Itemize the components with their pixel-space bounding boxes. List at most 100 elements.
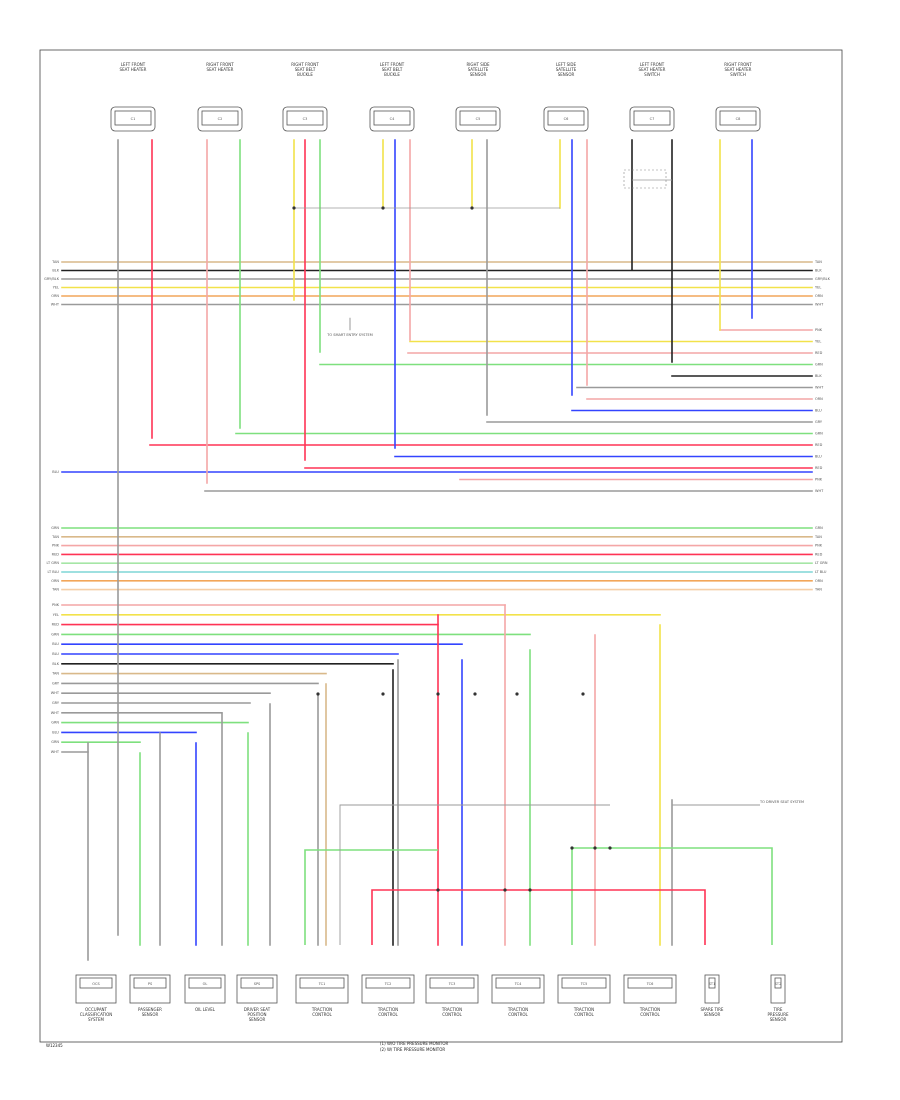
bottom-component-connector: [495, 977, 541, 989]
bottom-component-connector: [79, 977, 113, 989]
splice-dot: [436, 692, 440, 696]
bus-lower-wire-label-right: PNK: [815, 544, 823, 548]
bottom-component-connector-id: OL: [203, 982, 208, 986]
top-component-label: SEAT HEATER: [639, 67, 666, 72]
bottom-component-connector-id: TC1: [318, 982, 326, 986]
bus-left-only-label: WHT: [51, 750, 60, 754]
bus-top-wire-label-right: BLK: [815, 269, 822, 273]
top-component-label: SEAT HEATER: [207, 67, 234, 72]
bus-lower-wire-label: TAN: [51, 535, 59, 539]
bus-left-only-label: BLU: [52, 642, 59, 646]
splice-dot: [316, 692, 320, 696]
bus-lower-wire-label-right: TAN: [814, 588, 822, 592]
bottom-component-label: CONTROL: [378, 1012, 398, 1017]
bottom-component-connector-id: TC4: [514, 982, 522, 986]
bus-top-wire-label: WHT: [51, 303, 60, 307]
bottom-component-connector: [429, 977, 475, 989]
bus-left-only-label: GRY: [52, 681, 60, 685]
top-component-connector: [286, 110, 324, 126]
bus-left-only-label: TAN: [51, 672, 59, 676]
bus-top-wire-label-right: WHT: [815, 303, 824, 307]
bus-right-wire-label: RED: [815, 466, 823, 470]
bus-right-wire-label: BLU: [815, 455, 822, 459]
bus-right-wire-label: PNK: [815, 328, 823, 332]
ground-wire-right: [571, 847, 773, 945]
top-component-label: BUCKLE: [297, 72, 313, 77]
top-component-label: SATELLITE: [468, 67, 489, 72]
top-component-label: LEFT FRONT: [640, 62, 665, 67]
top-component-label: SATELLITE: [556, 67, 577, 72]
bottom-component-label: TIRE: [773, 1007, 783, 1012]
splice-dot: [436, 888, 440, 892]
top-component-connector-id: C7: [650, 117, 655, 121]
bottom-component-label: OCCUPANT: [85, 1007, 108, 1012]
bottom-component-connector: [133, 977, 167, 989]
bus-top-wire-label-right: YEL: [815, 286, 821, 290]
top-component-connector-id: C8: [736, 117, 741, 121]
bottom-component-body: [770, 974, 786, 1004]
top-component-connector: [373, 110, 411, 126]
mid-note-smart-entry: TO SMART ENTRY SYSTEM: [326, 333, 372, 337]
splice-dot: [528, 888, 532, 892]
top-component-label: LEFT FRONT: [380, 62, 405, 67]
bus-left-only-label: GRN: [51, 740, 59, 744]
top-component-label: SWITCH: [644, 72, 660, 77]
diagram-frame: [39, 49, 843, 1043]
top-component-connector: [547, 110, 585, 126]
splice-dot: [470, 206, 474, 210]
top-component-label: SENSOR: [470, 72, 487, 77]
bottom-component-label: TRACTION: [311, 1007, 332, 1012]
bus-top-wire-label-right: TAN: [814, 260, 822, 264]
top-component-label: SENSOR: [558, 72, 575, 77]
bus-lower-wire-label: PNK: [52, 544, 60, 548]
bottom-component-label: PRESSURE: [767, 1012, 789, 1017]
bus-lower-wire-label: LT BLU: [48, 570, 60, 574]
footer-note-1: (1) W/O TIRE PRESSURE MONITOR: [380, 1041, 449, 1046]
bottom-component-label: SPARE TIRE: [701, 1007, 724, 1012]
bus-right-wire-label: ORN: [815, 397, 823, 401]
bottom-component-connector-id: SPS: [254, 982, 261, 986]
bus-right-wire-label: BLK: [815, 374, 822, 378]
bottom-component-connector-id: ST1: [709, 982, 716, 986]
splice-dot: [503, 888, 507, 892]
bus-left-only-label: GRN: [51, 632, 59, 636]
bottom-component-connector-id: TC5: [580, 982, 588, 986]
components: [75, 106, 786, 1004]
power-wire-bottom: [371, 889, 706, 945]
bus-left-only-label: BLU: [52, 730, 59, 734]
top-component-label: LEFT SIDE: [556, 62, 577, 67]
bus-left-only-label: BLK: [52, 662, 59, 666]
bottom-component-connector: [299, 977, 345, 989]
bus-lower-wire-label-right: GRN: [815, 526, 823, 530]
bus-right-wire-label: YEL: [815, 340, 821, 344]
bus-right-wire-label: BLU: [815, 409, 822, 413]
bottom-component-label: TRACTION: [573, 1007, 594, 1012]
bus-right-wire-label: GRN: [815, 363, 823, 367]
bus-left-only-label: BLU: [52, 652, 59, 656]
bus-left-only-label: GRY: [52, 701, 60, 705]
bottom-component-label: CONTROL: [312, 1012, 332, 1017]
top-component-label: SEAT BELT: [295, 67, 316, 72]
bottom-component-label: CLASSIFICATION: [80, 1012, 113, 1017]
bus-left-only-label: RED: [52, 623, 60, 627]
bus-left-only-label: WHT: [51, 711, 60, 715]
bottom-component-connector: [240, 977, 274, 989]
splice-dot: [292, 206, 296, 210]
bus-lower-wire-label-right: ORN: [815, 579, 823, 583]
top-component-label: RIGHT FRONT: [291, 62, 319, 67]
splice-dot: [608, 846, 612, 850]
top-component-connector: [201, 110, 239, 126]
bus-right-wire-label: GRN: [815, 432, 823, 436]
top-component-connector-id: C2: [218, 117, 223, 121]
bottom-component-label: TRACTION: [507, 1007, 528, 1012]
wires: [61, 139, 813, 961]
bus-lower-wire-label-right: LT BLU: [815, 570, 827, 574]
bottom-component-label: DRIVER SEAT: [244, 1007, 271, 1012]
bus-top-wire-label: GRY/BLK: [44, 277, 60, 281]
bus-left-only-label: YEL: [53, 613, 59, 617]
bus-top-wire-label: BLK: [52, 269, 59, 273]
bus-left-blue-label: BLU: [52, 470, 59, 474]
top-component-label: LEFT FRONT: [121, 62, 146, 67]
